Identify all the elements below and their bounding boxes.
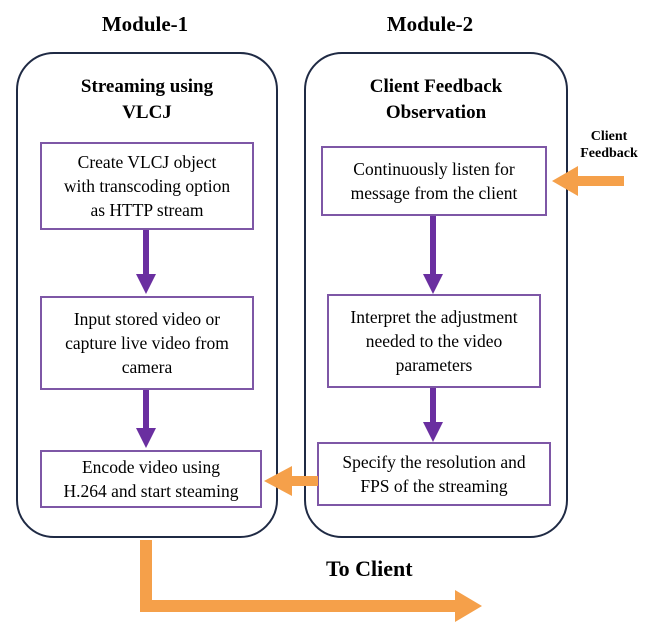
module-1-heading: Module-1 [101, 12, 189, 36]
step-listen-for-message: Continuously listen for message from the… [321, 146, 547, 216]
arrow-module2-to-module1 [264, 466, 318, 496]
step-input-video: Input stored video or capture live video… [40, 296, 254, 390]
arrow-m1-step1-to-step2 [136, 230, 156, 294]
arrow-client-feedback-in [552, 166, 624, 196]
arrow-to-client [140, 540, 482, 622]
module-2-heading: Module-2 [386, 12, 474, 36]
arrow-m2-step2-to-step3 [423, 388, 443, 442]
client-feedback-label: Client Feedback [580, 129, 638, 161]
step-create-vlcj-object: Create VLCJ object with transcoding opti… [40, 142, 254, 230]
module-2-panel-title: Client Feedback Observation [369, 76, 503, 123]
to-client-label: To Client [326, 556, 413, 581]
step-encode-video: Encode video using H.264 and start steam… [40, 450, 262, 508]
step-interpret-adjustment: Interpret the adjustment needed to the v… [327, 294, 541, 388]
step-specify-resolution-fps: Specify the resolution and FPS of the st… [317, 442, 551, 506]
arrow-m2-step1-to-step2 [423, 216, 443, 294]
module-1-panel-title: Streaming using VLCJ [80, 76, 214, 123]
arrow-m1-step2-to-step3 [136, 390, 156, 448]
